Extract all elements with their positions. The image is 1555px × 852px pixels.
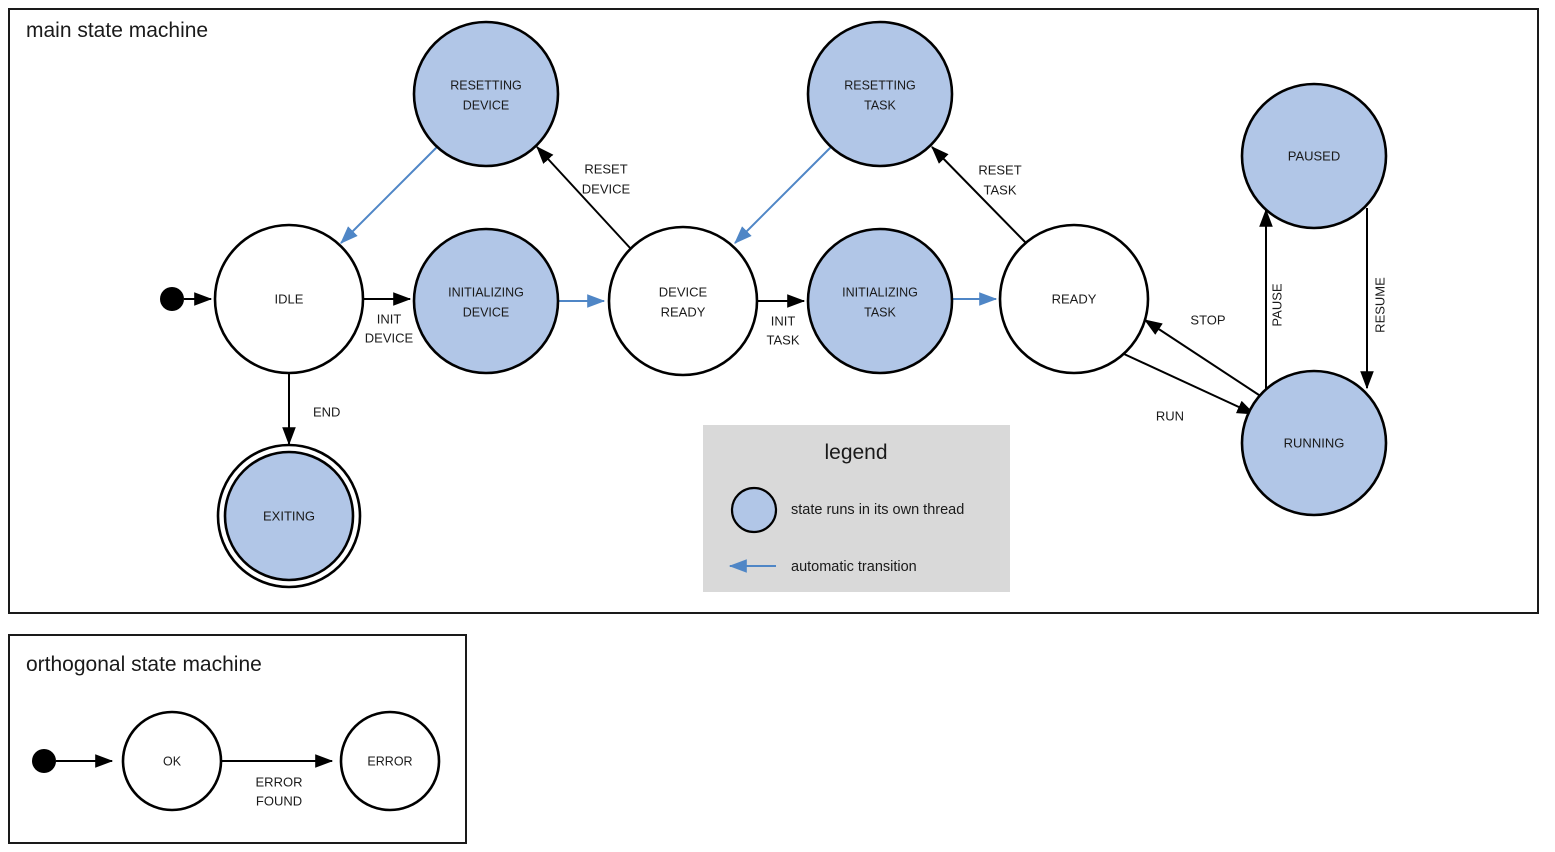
initial-state-marker xyxy=(160,287,184,311)
state-label-paused: PAUSED xyxy=(1288,148,1341,163)
edge-label-reset-task-line2: TASK xyxy=(984,182,1017,197)
edge-label-stop: STOP xyxy=(1190,312,1225,327)
state-label-initializing-task-line2: TASK xyxy=(864,305,896,319)
transition-idle-to-exiting: END xyxy=(282,373,340,446)
transition-resetting-task-to-device-ready xyxy=(734,146,832,244)
transition-idle-to-initializing-device: INIT DEVICE xyxy=(363,292,414,345)
main-frame-title: main state machine xyxy=(26,19,208,42)
edge-label-reset-task-line1: RESET xyxy=(978,162,1021,177)
state-node-initializing-device[interactable]: INITIALIZING DEVICE xyxy=(412,227,560,375)
transition-resetting-device-to-idle xyxy=(340,146,438,244)
state-node-device-ready[interactable]: DEVICE READY xyxy=(607,225,759,377)
state-label-exiting: EXITING xyxy=(263,508,315,523)
transition-paused-to-running: RESUME xyxy=(1360,208,1387,390)
transition-device-ready-to-initializing-task: INIT TASK xyxy=(757,294,806,347)
edge-label-reset-device-line2: DEVICE xyxy=(582,181,631,196)
edge-label-error-found-line2: FOUND xyxy=(256,793,302,808)
main-frame xyxy=(8,8,1539,614)
state-label-ok: OK xyxy=(163,754,182,768)
edge-label-init-task-line1: INIT xyxy=(771,313,796,328)
ortho-initial-state-marker xyxy=(32,749,56,773)
transition-running-to-ready: STOP xyxy=(1143,312,1263,398)
transition-running-to-paused: PAUSE xyxy=(1259,208,1284,392)
state-node-ok[interactable]: OK xyxy=(121,710,223,812)
state-label-resetting-task-line1: RESETTING xyxy=(844,78,916,92)
orthogonal-frame-title: orthogonal state machine xyxy=(26,653,262,676)
transition-device-ready-to-resetting-device: RESET DEVICE xyxy=(536,146,632,250)
edge-label-init-device-line1: INIT xyxy=(377,311,402,326)
state-label-idle: IDLE xyxy=(275,291,304,306)
legend: legend state runs in its own thread auto… xyxy=(703,425,1010,592)
edge-label-init-device-line2: DEVICE xyxy=(365,330,414,345)
state-label-resetting-device-line2: DEVICE xyxy=(463,98,510,112)
state-node-initializing-task[interactable]: INITIALIZING TASK xyxy=(806,227,954,375)
state-node-error[interactable]: ERROR xyxy=(339,710,441,812)
edge-label-run: RUN xyxy=(1156,408,1184,423)
legend-item-auto-transition: automatic transition xyxy=(728,559,917,575)
thread-state-swatch-icon xyxy=(730,486,778,534)
transition-ready-to-running: RUN xyxy=(1123,353,1256,423)
state-label-ready: READY xyxy=(1052,291,1097,306)
edge-label-end: END xyxy=(313,404,340,419)
edge-label-resume: RESUME xyxy=(1372,277,1387,333)
state-label-resetting-device-line1: RESETTING xyxy=(450,78,522,92)
state-label-initializing-device-line1: INITIALIZING xyxy=(448,285,524,299)
state-node-ready[interactable]: READY xyxy=(998,223,1150,375)
state-node-idle[interactable]: IDLE xyxy=(213,223,365,375)
edge-label-init-task-line2: TASK xyxy=(767,332,800,347)
state-label-initializing-task-line1: INITIALIZING xyxy=(842,285,918,299)
state-node-running[interactable]: RUNNING xyxy=(1240,369,1388,517)
state-label-device-ready-line2: READY xyxy=(661,304,706,319)
state-node-exiting[interactable]: EXITING xyxy=(216,443,362,589)
transition-ortho-ok-to-error: ERROR FOUND xyxy=(221,754,334,808)
legend-title: legend xyxy=(824,441,887,464)
edge-label-pause: PAUSE xyxy=(1269,283,1284,326)
edge-label-reset-device-line1: RESET xyxy=(584,161,627,176)
state-label-running: RUNNING xyxy=(1284,435,1345,450)
edge-label-error-found-line1: ERROR xyxy=(256,774,303,789)
legend-item-thread-state: state runs in its own thread xyxy=(730,486,964,534)
state-label-initializing-device-line2: DEVICE xyxy=(463,305,510,319)
state-node-resetting-device[interactable]: RESETTING DEVICE xyxy=(412,20,560,168)
legend-label-auto-transition: automatic transition xyxy=(791,559,917,575)
orthogonal-frame xyxy=(8,634,467,844)
state-label-error: ERROR xyxy=(367,754,412,768)
state-label-device-ready-line1: DEVICE xyxy=(659,284,708,299)
state-node-resetting-task[interactable]: RESETTING TASK xyxy=(806,20,954,168)
transition-ready-to-resetting-task: RESET TASK xyxy=(931,146,1027,244)
state-node-paused[interactable]: PAUSED xyxy=(1240,82,1388,230)
state-label-resetting-task-line2: TASK xyxy=(864,98,896,112)
legend-label-thread-state: state runs in its own thread xyxy=(791,502,964,518)
